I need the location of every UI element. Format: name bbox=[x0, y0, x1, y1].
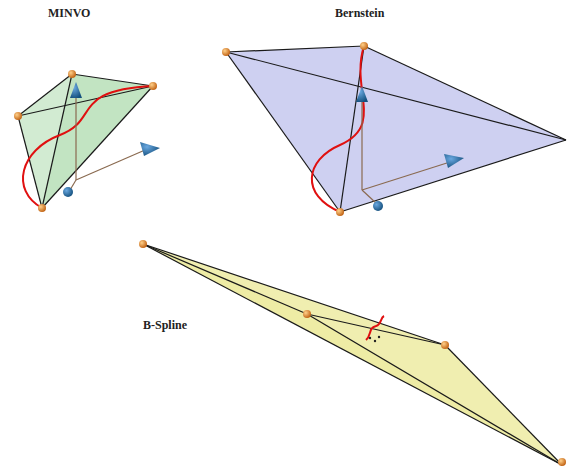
minvo-tetrahedron bbox=[14, 70, 160, 212]
bspline-tetrahedron bbox=[139, 240, 566, 466]
figure-label: B-Spline bbox=[143, 318, 187, 333]
figure-label: MINVO bbox=[48, 6, 90, 21]
bernstein-tetrahedron bbox=[222, 42, 566, 216]
figure-label: Bernstein bbox=[335, 6, 384, 21]
